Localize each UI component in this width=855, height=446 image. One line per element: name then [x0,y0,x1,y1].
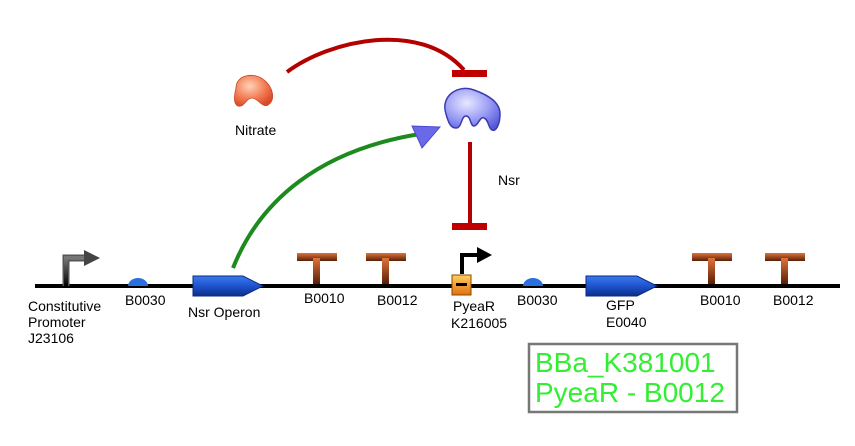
terminator-b0012-icon [765,253,805,284]
gfp-label-line2: E0040 [606,314,647,330]
pyear-promoter-icon [451,247,492,296]
nsr-protein-icon [444,87,501,132]
term3-label: B0010 [700,292,741,308]
activation-arrowhead-icon [411,125,442,149]
promoter-label-line3: J23106 [28,330,74,346]
term2-label: B0012 [377,292,418,308]
term1-label: B0010 [304,290,345,306]
rbs-b0030-icon [128,278,148,286]
repression-bar-icon [452,223,487,230]
terminator-b0010-icon [692,253,732,284]
part-id-line1: BBa_K381001 [535,347,716,378]
pyear-label-line1: PyeaR [453,298,495,314]
nsr-operon-label: Nsr Operon [188,304,260,320]
repression-bar-icon [452,70,487,77]
rbs2-label: B0030 [517,292,558,308]
terminator-b0012-icon [366,253,406,284]
promoter-label-line1: Constitutive [28,298,101,314]
gfp-cds-icon [585,275,659,297]
nitrate-molecule-icon [233,74,274,107]
gfp-label-line1: GFP [606,297,635,313]
rbs-b0030-icon [523,278,543,286]
rbs1-label: B0030 [125,292,166,308]
part-id-box: BBa_K381001 PyeaR - B0012 [527,342,739,414]
part-id-line2: PyeaR - B0012 [535,377,725,408]
terminator-b0010-icon [297,253,337,284]
nsr-operon-cds-icon [192,275,265,297]
nitrate-label: Nitrate [235,122,276,138]
constitutive-promoter-icon [62,250,100,286]
pyear-label-line2: K216005 [451,315,507,331]
nsr-expression-arrow [231,132,421,269]
term4-label: B0012 [773,292,814,308]
promoter-label-line2: Promoter [28,314,86,330]
nitrate-repression-arrow [285,37,466,74]
nsr-label: Nsr [498,172,520,188]
